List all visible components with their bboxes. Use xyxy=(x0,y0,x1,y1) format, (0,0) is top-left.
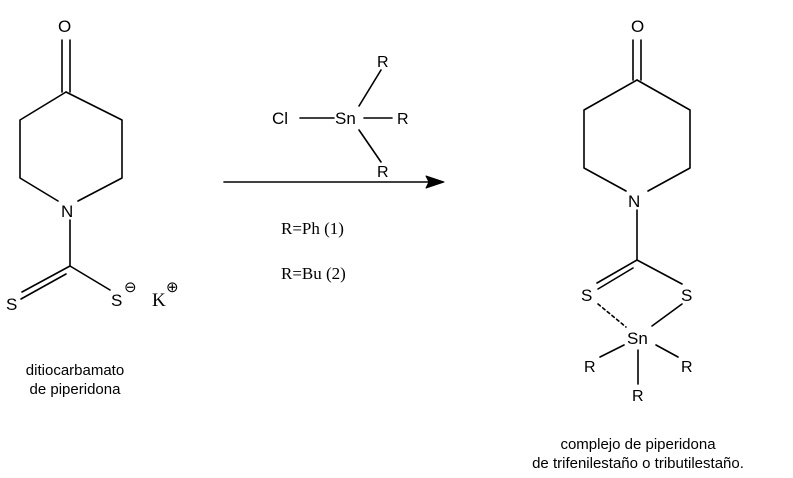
sn-s-coordination-bond xyxy=(597,303,627,328)
reactant-oxygen-label: O xyxy=(58,17,71,36)
reagent-chlorine-label: Cl xyxy=(272,109,288,128)
reactant-caption-line2: de piperidona xyxy=(30,381,122,398)
product-cs-single-bond xyxy=(636,259,683,285)
sn-r-bottom-bond xyxy=(358,129,382,163)
reagent-r-top-label: R xyxy=(377,54,389,71)
sn-s-covalent-bond xyxy=(651,303,683,327)
product-ring-right xyxy=(636,79,691,192)
reactant-cs-double-bond xyxy=(21,265,71,293)
reagent-r-right-label: R xyxy=(397,111,409,128)
product-caption-line1: complejo de piperidona xyxy=(560,436,716,453)
reactant-ring-left xyxy=(19,91,67,202)
reaction-arrow-head xyxy=(425,175,445,189)
condition-line2: R=Bu (2) xyxy=(281,264,346,283)
reactant-sulfur-left-label: S xyxy=(6,295,17,314)
product-r-left-label: R xyxy=(584,359,596,376)
product-structure xyxy=(583,39,691,385)
sn-r-left-bond xyxy=(599,344,625,358)
product-tin-label: Sn xyxy=(627,329,648,348)
product-oxygen-label: O xyxy=(631,17,644,36)
product-ring-left xyxy=(583,79,638,192)
reagent-r-bottom-label: R xyxy=(377,164,389,181)
product-caption-line2: de trifenilestaño o tributilestaño. xyxy=(532,455,744,472)
sn-r-top-bond xyxy=(358,69,382,107)
reactant-caption-line1: ditiocarbamato xyxy=(26,362,124,379)
cation-charge-symbol: ⊕ xyxy=(166,279,179,296)
reactant-sulfur-right-label: S xyxy=(111,291,122,310)
product-sulfur-right-label: S xyxy=(681,286,692,305)
reactant-structure xyxy=(19,39,123,300)
condition-line1: R=Ph (1) xyxy=(281,219,344,238)
sn-r-right-bond-product xyxy=(655,344,679,358)
reactant-cs-single-bond xyxy=(69,265,111,291)
reactant-cs-double-bond-2 xyxy=(20,273,67,300)
reactant-nitrogen-label: N xyxy=(61,202,73,221)
reagent-structure xyxy=(299,69,393,163)
product-r-bottom-label: R xyxy=(632,388,644,405)
product-sulfur-left-label: S xyxy=(581,286,592,305)
potassium-label: K xyxy=(152,290,166,311)
product-nitrogen-label: N xyxy=(628,192,640,211)
product-cs-double-bond-2 xyxy=(597,267,634,290)
reactant-ring-right xyxy=(65,91,123,202)
product-r-right-label: R xyxy=(681,359,693,376)
product-cs-double-bond xyxy=(596,259,638,284)
anion-charge-symbol: ⊖ xyxy=(124,279,137,296)
reagent-tin-label: Sn xyxy=(335,109,356,128)
